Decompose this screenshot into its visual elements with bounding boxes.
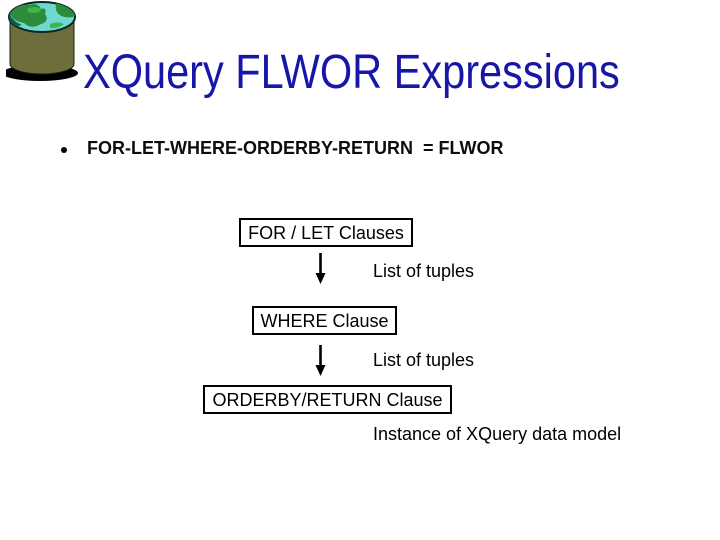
database-globe-icon bbox=[6, 1, 78, 81]
diagram-result-label: Instance of XQuery data model bbox=[373, 424, 622, 444]
bullet-text: FOR-LET-WHERE-ORDERBY-RETURN = FLWOR bbox=[87, 138, 504, 158]
down-arrow-icon bbox=[315, 253, 326, 284]
down-arrow-icon bbox=[315, 345, 326, 376]
diagram-box-orderby-return-clause: ORDERBY/RETURN Clause bbox=[203, 385, 452, 414]
diagram-box-where-clause: WHERE Clause bbox=[252, 306, 397, 335]
arrow-label-list-of-tuples-2: List of tuples bbox=[373, 350, 475, 370]
bullet-dot-icon bbox=[61, 147, 67, 153]
arrow-label-list-of-tuples-1: List of tuples bbox=[373, 261, 475, 281]
diagram-box-for-let-clauses: FOR / LET Clauses bbox=[239, 218, 413, 247]
slide-title: XQuery FLWOR Expressions bbox=[83, 46, 620, 99]
